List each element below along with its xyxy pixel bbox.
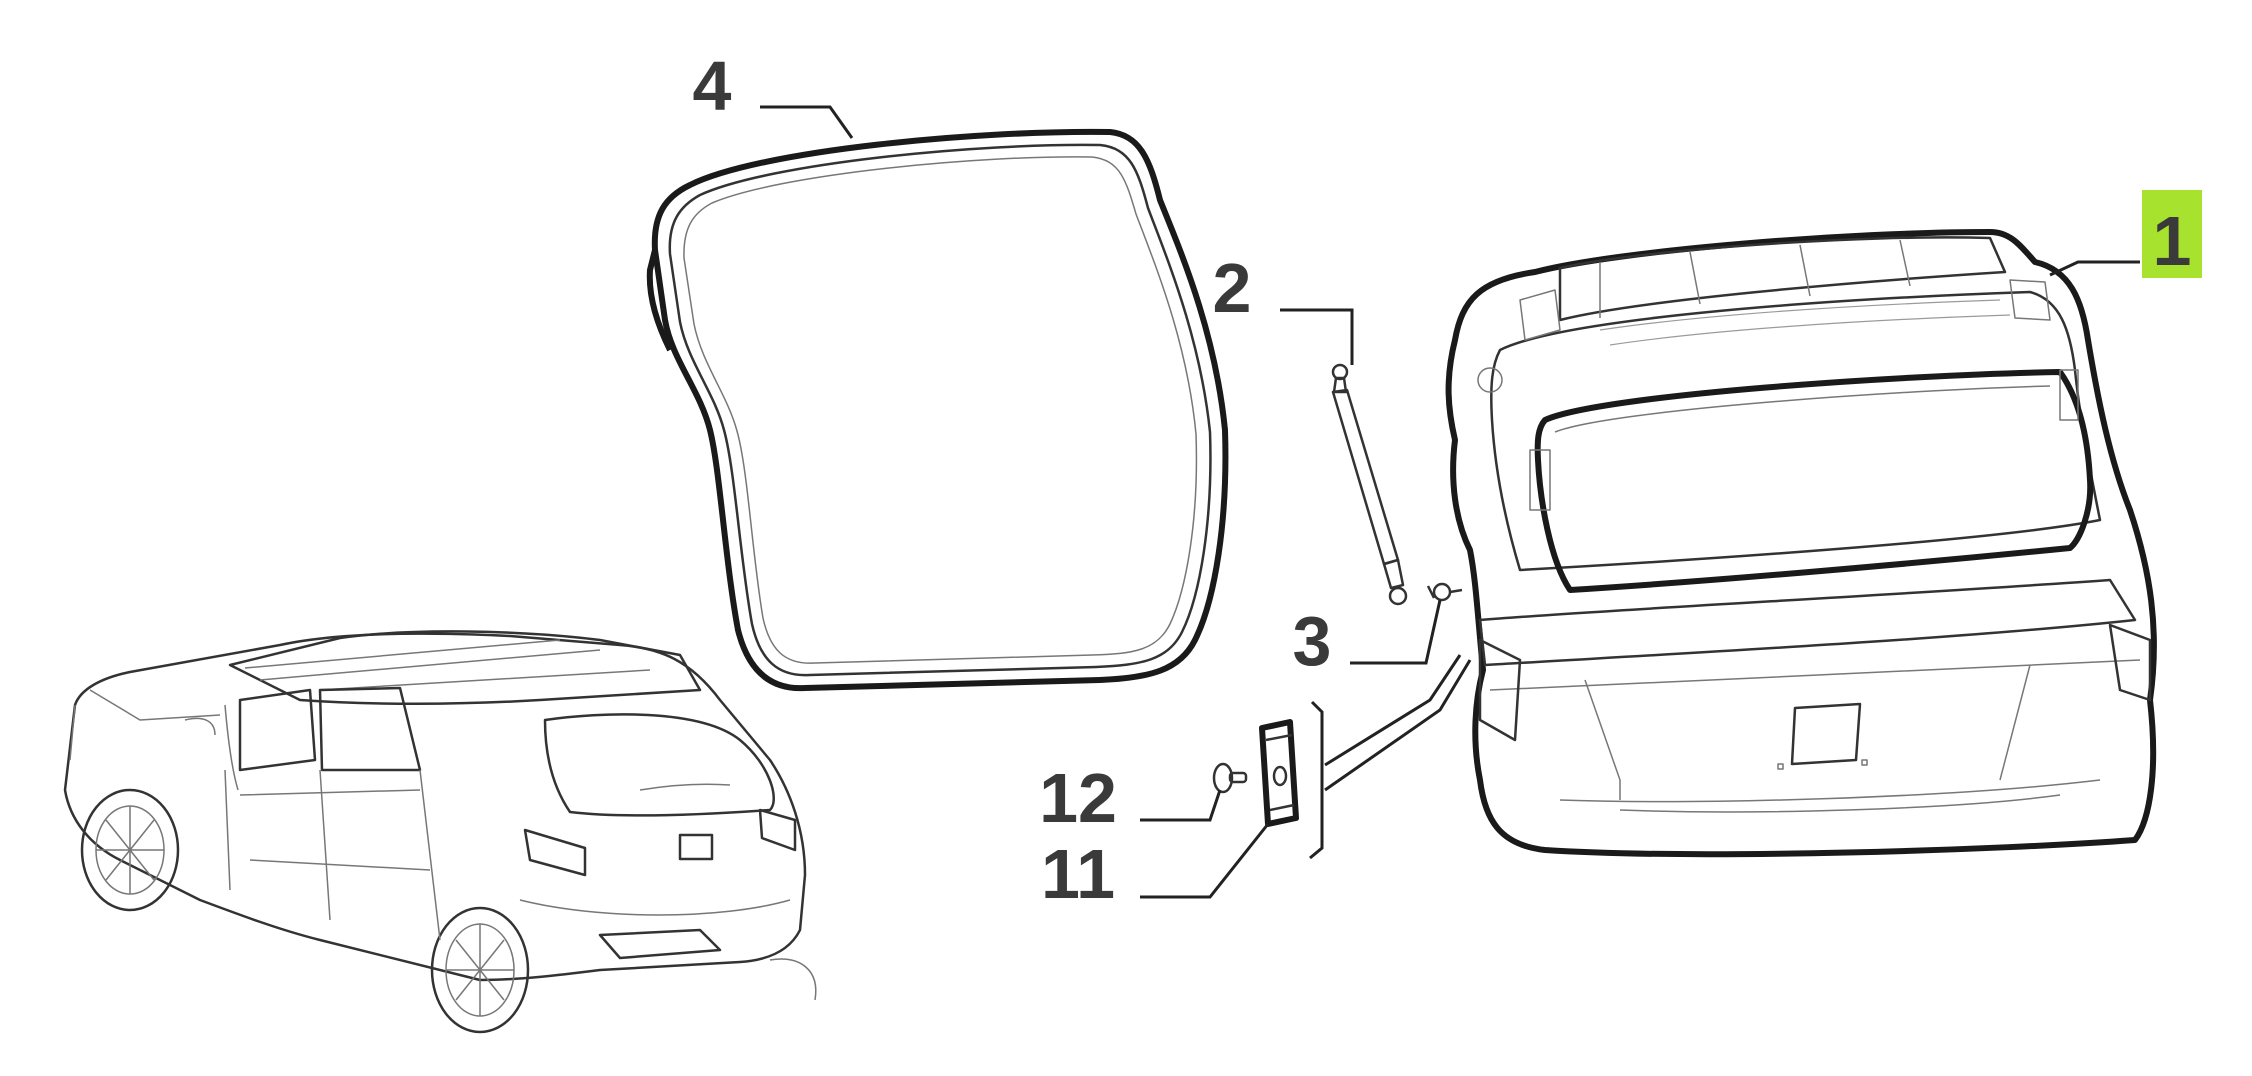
part-11-bump-stop[interactable] xyxy=(1259,719,1299,827)
part-4-window-seal[interactable] xyxy=(646,128,1229,692)
callout-2[interactable]: 2 xyxy=(1213,249,1252,327)
leader-12 xyxy=(1140,789,1222,822)
leader-group-to-tailgate-b xyxy=(1324,659,1472,792)
callout-1[interactable]: 1 xyxy=(2142,190,2202,280)
callout-4-label: 4 xyxy=(693,47,732,125)
callout-12[interactable]: 12 xyxy=(1039,759,1117,837)
callout-3-label: 3 xyxy=(1293,602,1332,680)
part-2-gas-strut[interactable] xyxy=(1331,363,1408,606)
callout-11[interactable]: 11 xyxy=(1041,835,1115,913)
leader-4 xyxy=(760,105,854,139)
part-3-ball-stud[interactable] xyxy=(1426,582,1463,602)
callout-3[interactable]: 3 xyxy=(1293,602,1332,680)
part-12-plug[interactable] xyxy=(1212,762,1248,794)
part-1-tailgate[interactable] xyxy=(1445,229,2157,858)
leader-11 xyxy=(1140,823,1270,899)
callout-4[interactable]: 4 xyxy=(693,47,732,125)
callout-1-highlight xyxy=(2142,190,2202,278)
leader-3 xyxy=(1350,599,1442,665)
callout-11-label: 11 xyxy=(1041,835,1115,913)
callout-12-label: 12 xyxy=(1039,759,1117,837)
leader-1 xyxy=(2049,260,2140,277)
callout-1-label: 1 xyxy=(2153,202,2192,280)
callout-2-label: 2 xyxy=(1213,249,1252,327)
leader-2 xyxy=(1280,308,1354,365)
group-bracket xyxy=(1309,700,1324,860)
reference-vehicle xyxy=(63,630,817,1034)
leader-group-to-tailgate-a xyxy=(1324,654,1462,767)
